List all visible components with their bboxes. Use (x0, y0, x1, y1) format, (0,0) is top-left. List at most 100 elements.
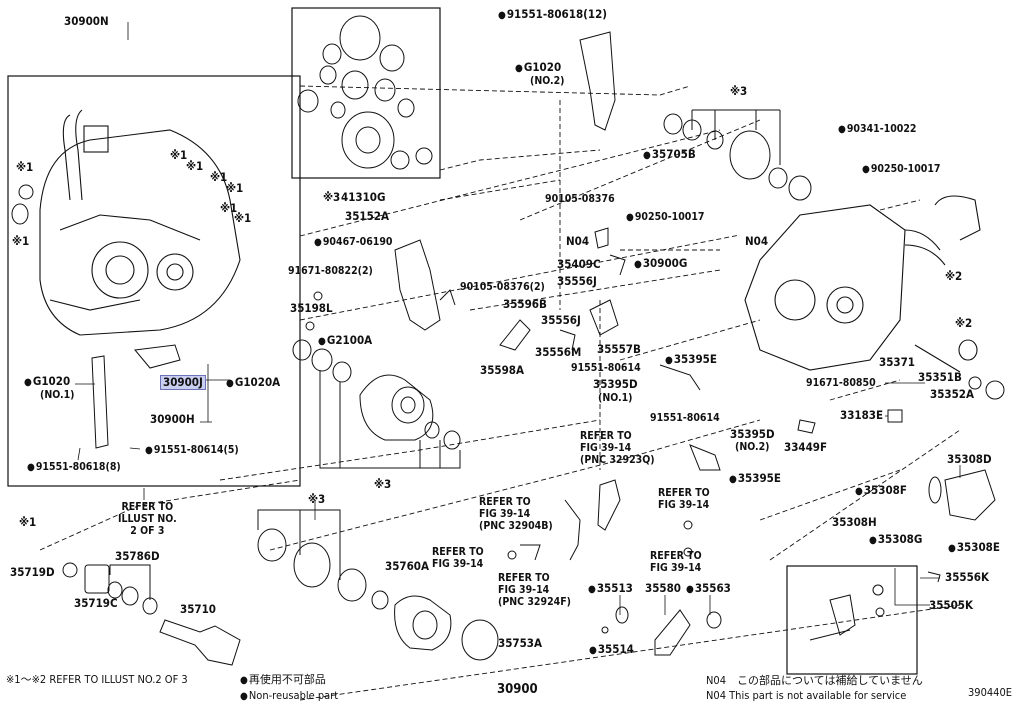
part-35710[interactable]: 35710 (180, 602, 216, 616)
part-35760A[interactable]: 35760A (385, 559, 430, 573)
part-90105-08376-2[interactable]: 90105-08376(2) (460, 281, 545, 293)
part-90250-10017-a[interactable]: 90250-10017 (626, 211, 705, 224)
mark-1-b: ※1 (12, 234, 30, 248)
ref-illust-2of3[interactable]: REFER TO ILLUST NO. 2 OF 3 (118, 501, 177, 537)
ref-fig-b[interactable]: REFER TO FIG 39-14 (432, 546, 484, 570)
part-G1020-no2[interactable]: G1020 (515, 61, 561, 75)
mark-1-g: ※1 (220, 201, 238, 215)
part-35596B[interactable]: 35596B (503, 297, 547, 311)
differential-drawing (292, 339, 461, 469)
case-assembly-frame (7, 75, 301, 487)
part-30900G[interactable]: 30900G (634, 257, 687, 271)
part-35556J-b[interactable]: 35556J (541, 313, 581, 327)
ref-fig-pnc-32904B[interactable]: REFER TO FIG 39-14 (PNC 32904B) (479, 496, 553, 532)
part-35395D-no1[interactable]: 35395D (593, 377, 638, 391)
gear-kit-frame (291, 7, 441, 179)
mark-3-diff: ※3 (374, 477, 392, 491)
transaxle-case-left (39, 109, 241, 336)
mark-2-b: ※2 (955, 316, 973, 330)
part-35308D[interactable]: 35308D (947, 452, 992, 466)
mark-3-kit: ※3 (323, 190, 341, 204)
part-35598A[interactable]: 35598A (480, 363, 525, 377)
part-35152A[interactable]: 35152A (345, 209, 390, 223)
part-G2100A[interactable]: G2100A (318, 334, 372, 348)
mark-3-bearing: ※3 (308, 492, 326, 506)
part-N04-a[interactable]: N04 (566, 234, 590, 248)
footer-mark-note: ※1～※2 REFER TO ILLUST NO.2 OF 3 (6, 673, 188, 686)
part-35719C[interactable]: 35719C (74, 596, 118, 610)
part-35395D-no2-sub: (NO.2) (735, 441, 770, 453)
part-91551-80614-5[interactable]: 91551-80614(5) (145, 444, 239, 457)
part-91551-80614-a[interactable]: 91551-80614 (571, 362, 641, 374)
shift-detail-frame (786, 565, 918, 675)
part-91671-80822-2[interactable]: 91671-80822(2) (288, 265, 373, 277)
ref-fig-pnc-32923Q[interactable]: REFER TO FIG 39-14 (PNC 32923Q) (580, 430, 655, 466)
part-G1020A[interactable]: G1020A (226, 376, 280, 390)
part-30900N[interactable]: 30900N (64, 14, 109, 28)
part-35556K[interactable]: 35556K (945, 570, 990, 584)
ref-fig-c[interactable]: REFER TO FIG 39-14 (650, 550, 702, 574)
mark-3-right: ※3 (730, 84, 748, 98)
part-91551-80618-12[interactable]: 91551-80618(12) (498, 8, 607, 22)
part-G1020-no1[interactable]: G1020 (24, 375, 70, 389)
part-35505K[interactable]: 35505K (929, 598, 974, 612)
drive-shaft-drawing (62, 562, 241, 666)
part-35395D-no2[interactable]: 35395D (730, 427, 775, 441)
part-35580[interactable]: 35580 (645, 581, 681, 595)
part-41310G[interactable]: 41310G (341, 190, 386, 204)
part-35563[interactable]: 35563 (686, 582, 731, 596)
mark-1-a: ※1 (16, 160, 34, 174)
mark-1-c: ※1 (170, 148, 188, 162)
mark-2-a: ※2 (945, 269, 963, 283)
mark-1-i: ※1 (19, 515, 37, 529)
part-35514[interactable]: 35514 (589, 643, 634, 657)
part-35308F[interactable]: 35308F (855, 484, 907, 498)
part-35513[interactable]: 35513 (588, 582, 633, 596)
part-33449F[interactable]: 33449F (784, 440, 828, 454)
part-33183E[interactable]: 33183E (840, 408, 884, 422)
part-35705B[interactable]: 35705B (643, 148, 696, 162)
part-35753A[interactable]: 35753A (498, 636, 543, 650)
transaxle-case-right (744, 195, 981, 373)
part-35409C[interactable]: 35409C (557, 257, 601, 271)
part-90250-10017-b[interactable]: 90250-10017 (862, 163, 941, 176)
part-35198L[interactable]: 35198L (290, 301, 333, 315)
part-35351B[interactable]: 35351B (918, 370, 962, 384)
ref-fig-a[interactable]: REFER TO FIG 39-14 (658, 487, 710, 511)
footer-nonreusable-en: Non-reusable part (240, 689, 338, 703)
gear-kit-drawing (297, 15, 433, 170)
part-G1020-no2-sub: (NO.2) (530, 75, 565, 87)
footer-n04-en: N04 This part is not available for servi… (706, 689, 907, 702)
part-30900H[interactable]: 30900H (150, 412, 195, 426)
part-91551-80618-8[interactable]: 91551-80618(8) (27, 461, 121, 474)
part-90467-06190[interactable]: 90467-06190 (314, 236, 393, 249)
part-35308G[interactable]: 35308G (869, 533, 922, 547)
part-35395E-b[interactable]: 35395E (729, 472, 781, 486)
part-35308H[interactable]: 35308H (832, 515, 877, 529)
footer-nonreusable-jp: 再使用不可部品 (240, 673, 326, 687)
part-90341-10022[interactable]: 90341-10022 (838, 123, 917, 136)
part-35556M[interactable]: 35556M (535, 345, 582, 359)
part-35786D[interactable]: 35786D (115, 549, 160, 563)
mark-1-f: ※1 (226, 181, 244, 195)
part-35395D-no1-sub: (NO.1) (598, 392, 633, 404)
part-G1020-no1-sub: (NO.1) (40, 389, 75, 401)
part-35371[interactable]: 35371 (879, 355, 915, 369)
part-35395E-a[interactable]: 35395E (665, 353, 717, 367)
part-35719D[interactable]: 35719D (10, 565, 55, 579)
part-N04-b[interactable]: N04 (745, 234, 769, 248)
assembly-number: 30900 (497, 682, 538, 697)
part-35557B[interactable]: 35557B (597, 342, 641, 356)
part-91671-80850[interactable]: 91671-80850 (806, 377, 876, 389)
part-90105-08376[interactable]: 90105-08376 (545, 193, 615, 205)
part-30900J-highlighted[interactable]: 30900J (160, 375, 206, 390)
diagram-id: 390440E (968, 686, 1013, 699)
footer-n04-jp: N04 この部品については補給していません (706, 674, 923, 687)
part-35352A[interactable]: 35352A (930, 387, 975, 401)
ref-fig-pnc-32924F[interactable]: REFER TO FIG 39-14 (PNC 32924F) (498, 572, 571, 608)
part-35556J[interactable]: 35556J (557, 274, 597, 288)
part-35308E[interactable]: 35308E (948, 541, 1000, 555)
part-91551-80614-b[interactable]: 91551-80614 (650, 412, 720, 424)
